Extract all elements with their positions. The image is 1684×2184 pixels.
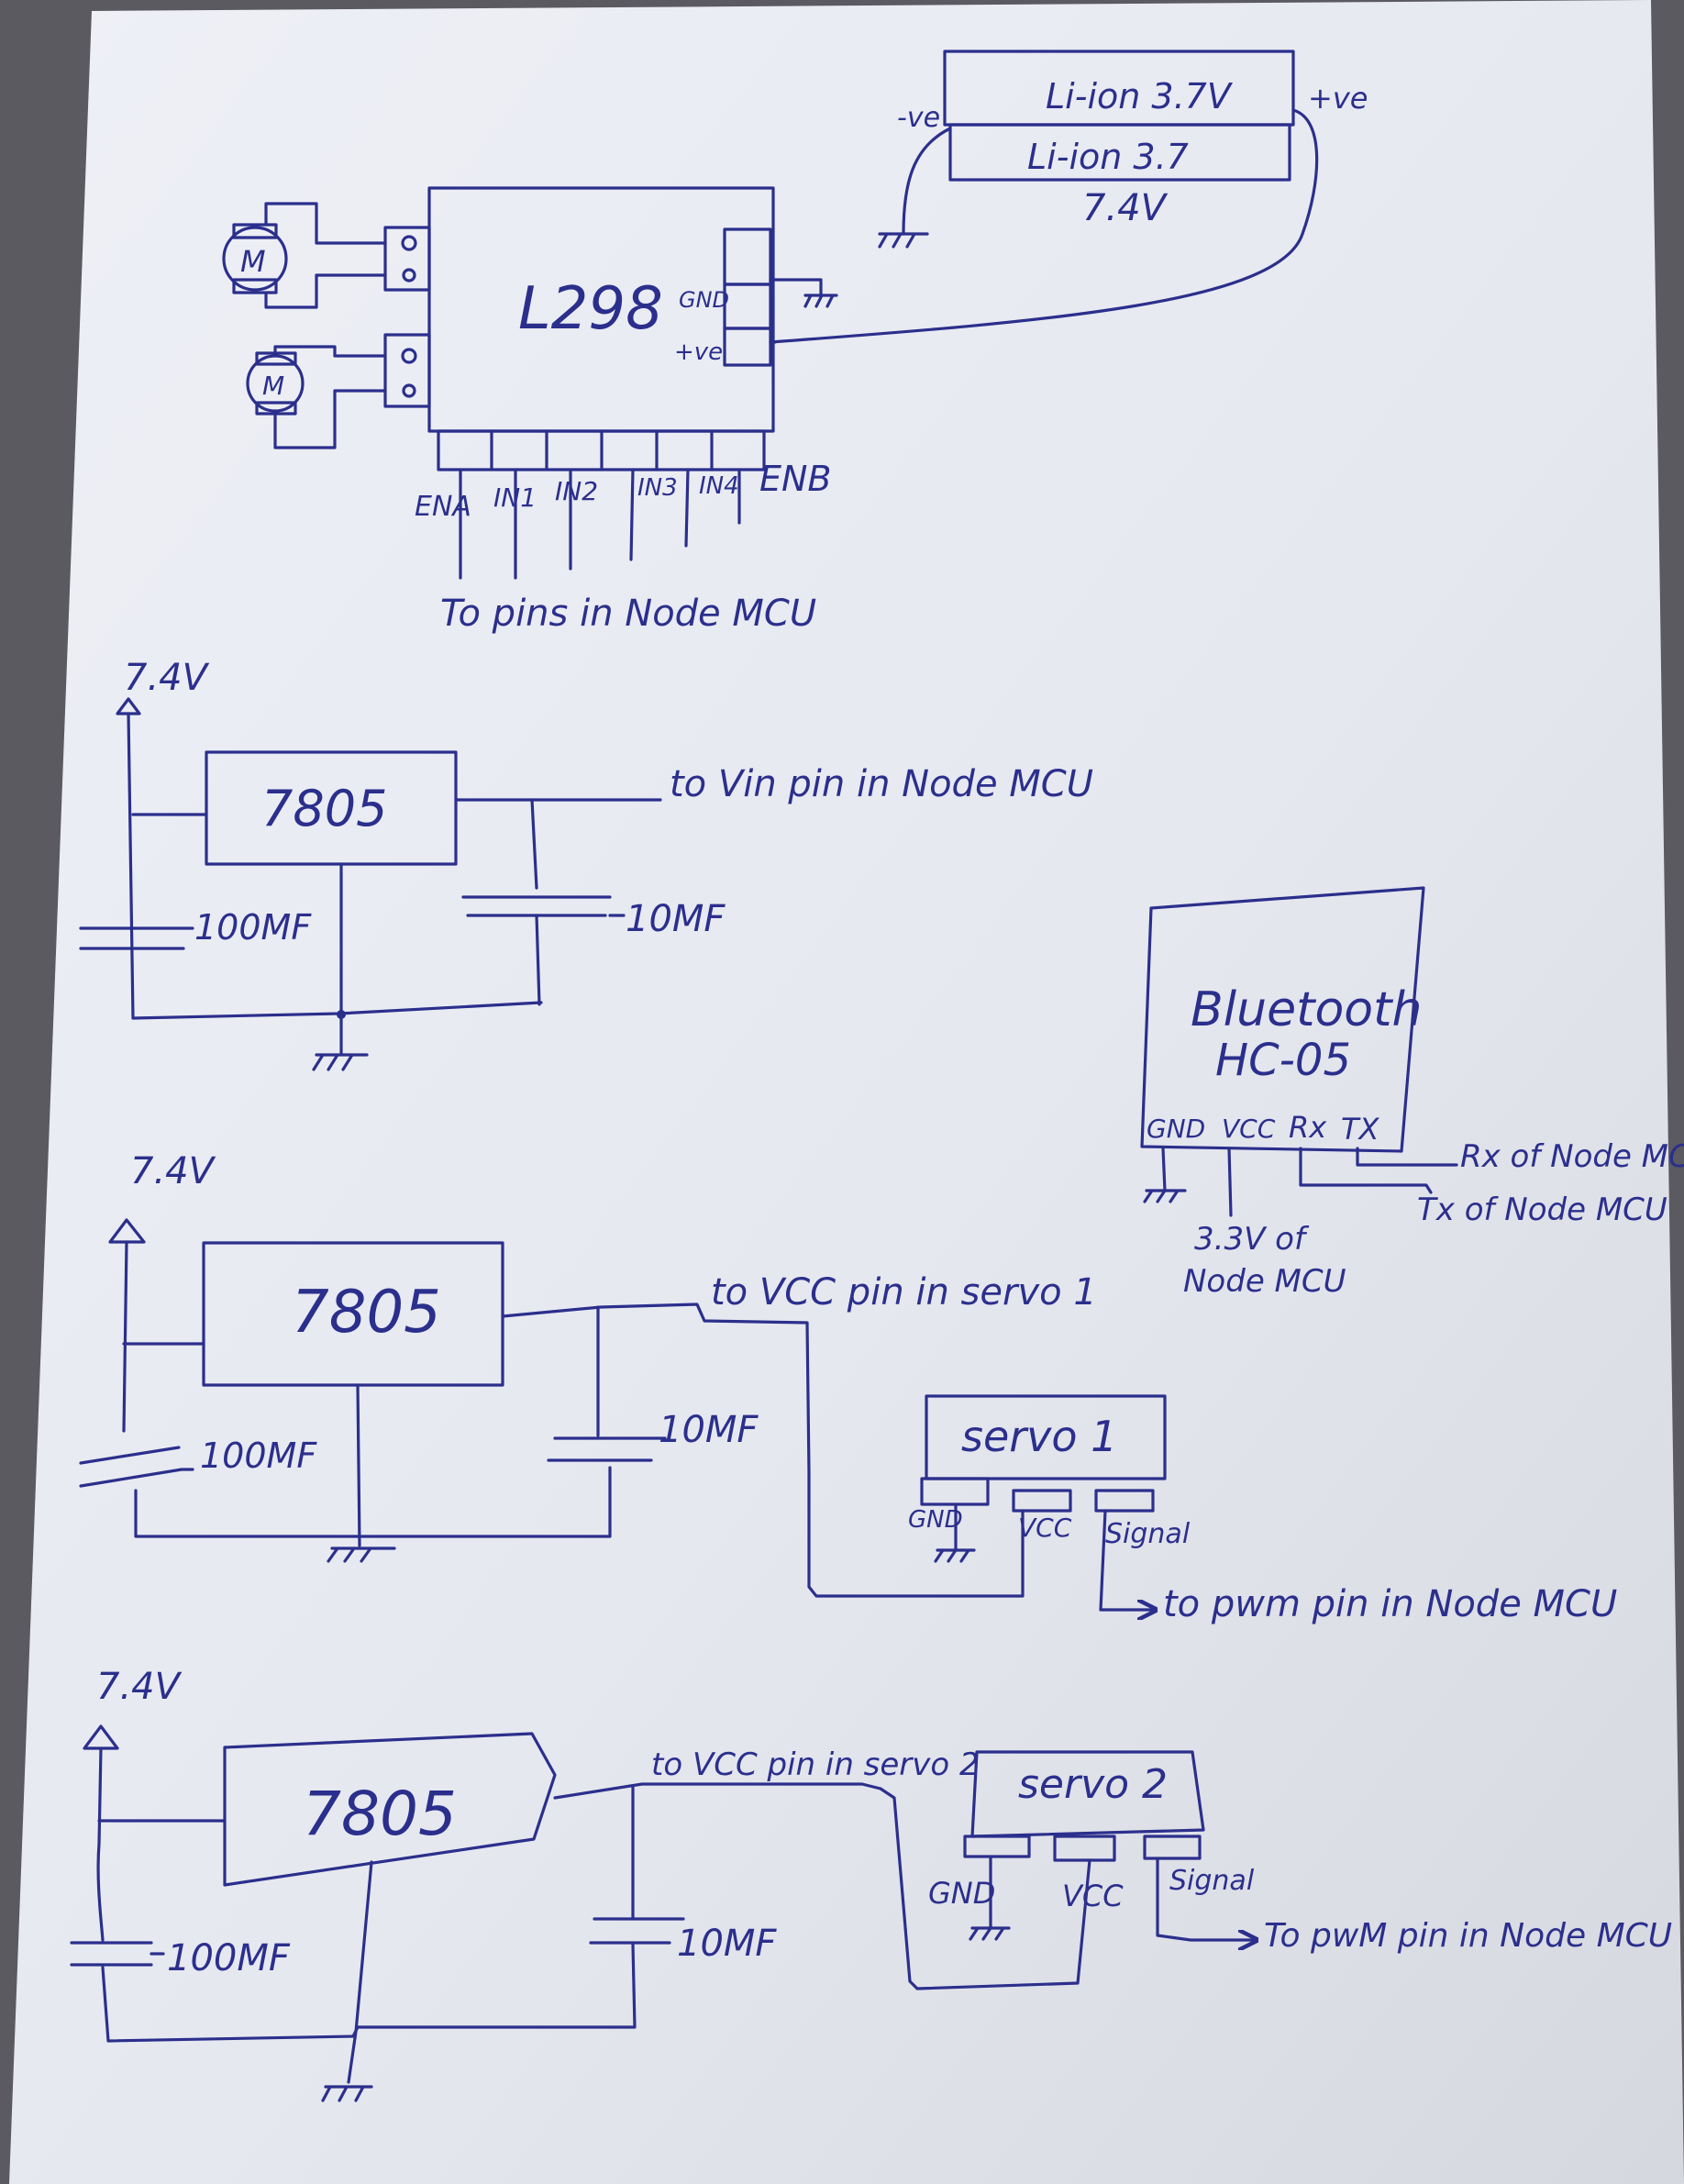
servo2-label: servo 2 <box>1018 1761 1168 1808</box>
bluetooth-name: Bluetooth <box>1191 982 1422 1037</box>
battery-pos-label: +ve <box>1308 81 1368 116</box>
reg3-label: 7805 <box>303 1779 457 1849</box>
servo1-label: servo 1 <box>961 1412 1117 1461</box>
paper-sheet <box>9 0 1684 2184</box>
regulator-3-circuit: 7.4V 7805 to VCC pin in servo 2 10MF 100… <box>70 1666 980 2102</box>
motor-1-symbol <box>222 226 288 292</box>
l298-pins-note: To pins in Node MCU <box>440 593 816 635</box>
servo-1: servo 1 GND VCC Signal to pwm pin in Nod… <box>807 1394 1617 1625</box>
reg1-input-label: 7.4V <box>124 657 210 699</box>
reg2-output-note: to VCC pin in servo 1 <box>711 1271 1097 1314</box>
ground-symbol <box>878 232 929 249</box>
servo1-pin-signal: Signal <box>1105 1518 1191 1550</box>
reg2-cap-out-label: 10MF <box>659 1409 759 1451</box>
reg3-input-label: 7.4V <box>96 1666 183 1708</box>
bluetooth-pin-rx: Rx <box>1289 1110 1327 1145</box>
battery-total-label: 7.4V <box>1082 187 1169 229</box>
servo2-pin-gnd: GND <box>928 1876 995 1911</box>
bluetooth-pin-vcc: VCC <box>1222 1114 1276 1144</box>
battery-cell2-label: Li-ion 3.7 <box>1027 137 1189 177</box>
servo2-pin-vcc: VCC <box>1062 1879 1124 1913</box>
regulator-2-circuit: 7.4V 7805 to VCC pin in servo 1 10MF 100… <box>79 1150 1097 1563</box>
servo1-signal-note: to pwm pin in Node MCU <box>1163 1583 1617 1625</box>
servo1-pin-vcc: VCC <box>1018 1513 1072 1543</box>
reg1-output-note: to Vin pin in Node MCU <box>670 763 1093 805</box>
bluetooth-rx-note: Rx of Node MCU <box>1460 1138 1684 1175</box>
servo-2: servo 2 GND VCC Signal To pwM pin in Nod… <box>879 1750 1672 1990</box>
bluetooth-module: Bluetooth HC-05 GND VCC Rx TX 3.3V of No… <box>1140 886 1684 1300</box>
battery-neg-label: -ve <box>897 102 940 134</box>
bluetooth-pin-gnd: GND <box>1147 1114 1205 1144</box>
servo1-pin-gnd: GND <box>908 1506 963 1534</box>
l298-pin-in3: IN3 <box>637 474 678 502</box>
servo2-signal-note: To pwM pin in Node MCU <box>1264 1917 1672 1955</box>
l298-pin-enb: ENB <box>759 459 832 499</box>
l298-pin-ena: ENA <box>415 491 471 523</box>
bluetooth-model: HC-05 <box>1215 1035 1351 1086</box>
battery-cell1-label: Li-ion 3.7V <box>1046 76 1234 116</box>
motor-1: M <box>222 202 387 309</box>
bluetooth-pin-tx: TX <box>1341 1112 1380 1147</box>
reg3-cap-in-label: 100MF <box>167 1937 291 1979</box>
reg2-cap-in-label: 100MF <box>200 1436 317 1476</box>
reg2-label: 7805 <box>292 1279 441 1347</box>
motor-2-symbol <box>246 354 305 413</box>
reg2-input-label: 7.4V <box>130 1150 216 1192</box>
l298-label: L298 <box>518 275 663 343</box>
l298-pin-in2: IN2 <box>555 476 598 506</box>
l298-pos-label: +ve <box>674 338 723 366</box>
bluetooth-tx-note: Tx of Node MCU <box>1417 1192 1667 1228</box>
l298-driver: L298 GND +ve ENA IN1 IN2 IN3 IN4 ENB To … <box>383 186 838 635</box>
reg1-cap-out-label: 10MF <box>626 898 726 940</box>
l298-pin-in4: IN4 <box>699 472 739 500</box>
reg3-cap-out-label: 10MF <box>677 1923 777 1965</box>
regulator-1-circuit: 7.4V 7805 to Vin pin in Node MCU 10MF 10… <box>79 657 1093 1071</box>
bluetooth-vcc-note-2: Node MCU <box>1183 1263 1346 1300</box>
reg3-output-note: to VCC pin in servo 2 <box>651 1746 980 1783</box>
l298-pin-in1: IN1 <box>493 482 537 513</box>
battery-pack: Li-ion 3.7V Li-ion 3.7 7.4V -ve +ve <box>769 50 1368 344</box>
motor-2: M <box>246 345 387 449</box>
motor-2-label: M <box>262 371 284 401</box>
motor-1-label: M <box>240 244 266 279</box>
reg1-cap-in-label: 100MF <box>194 907 312 948</box>
bluetooth-vcc-note-1: 3.3V of <box>1194 1221 1310 1258</box>
servo2-pin-signal: Signal <box>1169 1865 1255 1897</box>
reg1-label: 7805 <box>261 780 387 837</box>
l298-gnd-label: GND <box>679 287 729 313</box>
